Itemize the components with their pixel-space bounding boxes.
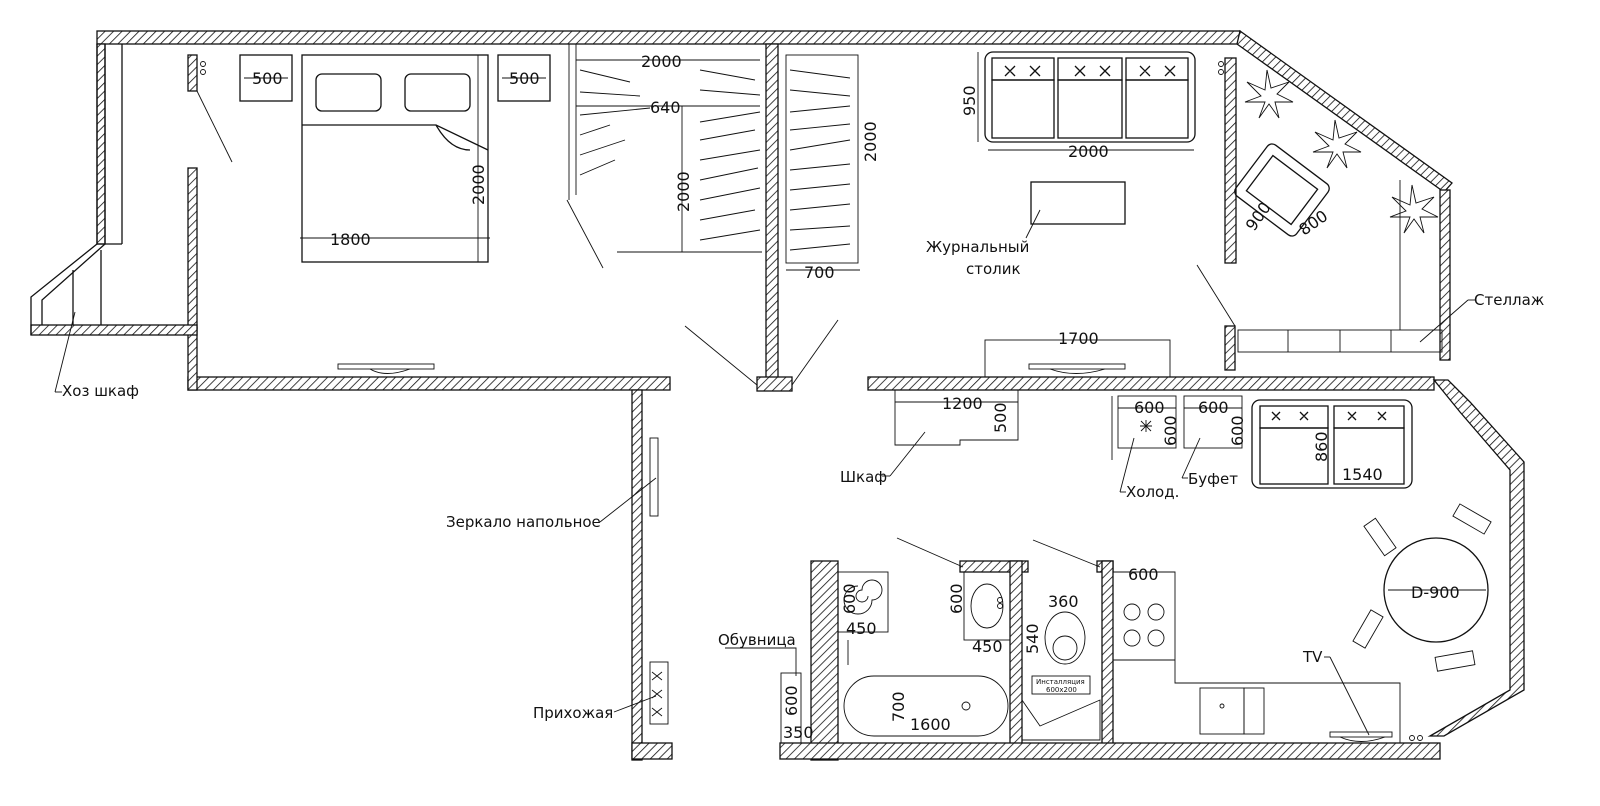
- sofa-width-dim: 2000: [1068, 142, 1109, 161]
- shoe-rack-depth-dim: 600: [782, 685, 801, 716]
- tv-unit: [984, 339, 1171, 378]
- fridge-label: Холод.: [1126, 483, 1179, 501]
- balcony: [30, 44, 123, 335]
- coffee-table: [1030, 181, 1126, 225]
- storage-closet-label: Хоз шкаф: [62, 382, 139, 400]
- wardrobe-depth-dim: 700: [804, 263, 835, 282]
- dining-table: [1383, 537, 1489, 643]
- bed-dimension-lines: [244, 55, 546, 262]
- bed: [239, 54, 551, 263]
- walls: [30, 29, 1525, 761]
- wardrobe-length-dim: 2000: [861, 121, 880, 162]
- buffet-label: Буфет: [1188, 470, 1238, 488]
- sofa: [984, 51, 1196, 143]
- hallway-label: Прихожая: [533, 704, 613, 722]
- buffet-w-dim: 600: [1198, 398, 1229, 417]
- sink-width-dim: 450: [972, 637, 1003, 656]
- sink-depth-dim: 600: [947, 583, 966, 614]
- bathtub-length-dim: 1600: [910, 715, 951, 734]
- toilet-depth-dim: 540: [1023, 623, 1042, 654]
- sofa-depth-dim: 950: [960, 85, 979, 116]
- hall-wardrobe: [894, 390, 1019, 446]
- bed-width-dim: 1800: [330, 230, 371, 249]
- wardrobe-label: Шкаф: [840, 468, 887, 486]
- shoe-rack-label: Обувница: [718, 631, 796, 649]
- shelving-label: Стеллаж: [1474, 291, 1544, 309]
- fridge-d-dim: 600: [1161, 415, 1180, 446]
- installation-label-2: 600х200: [1046, 686, 1077, 694]
- coffee-table-label-2: столик: [966, 260, 1021, 278]
- stove-width-dim: 600: [1128, 565, 1159, 584]
- hallway-cabinet: [613, 661, 669, 725]
- washer-depth-dim: 600: [840, 583, 859, 614]
- closet-depth-dim: 640: [650, 98, 681, 117]
- hall-cabinet-depth-dim: 500: [991, 402, 1010, 433]
- fridge-buffet: [1111, 395, 1243, 460]
- bathroom-fixtures: [837, 571, 1101, 741]
- shoe-rack: [780, 672, 802, 744]
- bathtub-width-dim: 700: [889, 691, 908, 722]
- kitchen-sofa-width-dim: 1540: [1342, 465, 1383, 484]
- doors: [196, 61, 1423, 742]
- shoe-rack-width-dim: 350: [783, 723, 814, 742]
- closet-side-dim: 2000: [674, 171, 693, 212]
- installation-label-1: Инсталляция: [1036, 678, 1085, 686]
- nightstand-right-dim: 500: [509, 69, 540, 88]
- kitchen-sofa: [1251, 399, 1413, 489]
- shelving: [1237, 180, 1443, 353]
- tv-unit-dim: 1700: [1058, 329, 1099, 348]
- nightstand-left-dim: 500: [252, 69, 283, 88]
- hall-cabinet-width-dim: 1200: [942, 394, 983, 413]
- kitchen-sofa-depth-dim: 860: [1312, 431, 1331, 462]
- washer-width-dim: 450: [846, 619, 877, 638]
- walk-in-closet: [568, 44, 762, 253]
- kitchen-counter: [1113, 571, 1401, 743]
- table-diameter-dim: D-900: [1411, 583, 1460, 602]
- closet-top-dim: 2000: [641, 52, 682, 71]
- plant-icon: [1244, 69, 1439, 234]
- coffee-table-label-1: Журнальный: [926, 238, 1029, 256]
- toilet-width-dim: 360: [1048, 592, 1079, 611]
- mirror-label: Зеркало напольное: [446, 513, 601, 531]
- living-wardrobe: [785, 54, 860, 271]
- chairs: [1352, 503, 1492, 672]
- fridge-w-dim: 600: [1134, 398, 1165, 417]
- buffet-d-dim: 600: [1228, 415, 1247, 446]
- bed-length-dim: 2000: [469, 164, 488, 205]
- mirror: [599, 437, 659, 523]
- tv-label: TV: [1302, 648, 1323, 666]
- armchair: [1234, 143, 1330, 237]
